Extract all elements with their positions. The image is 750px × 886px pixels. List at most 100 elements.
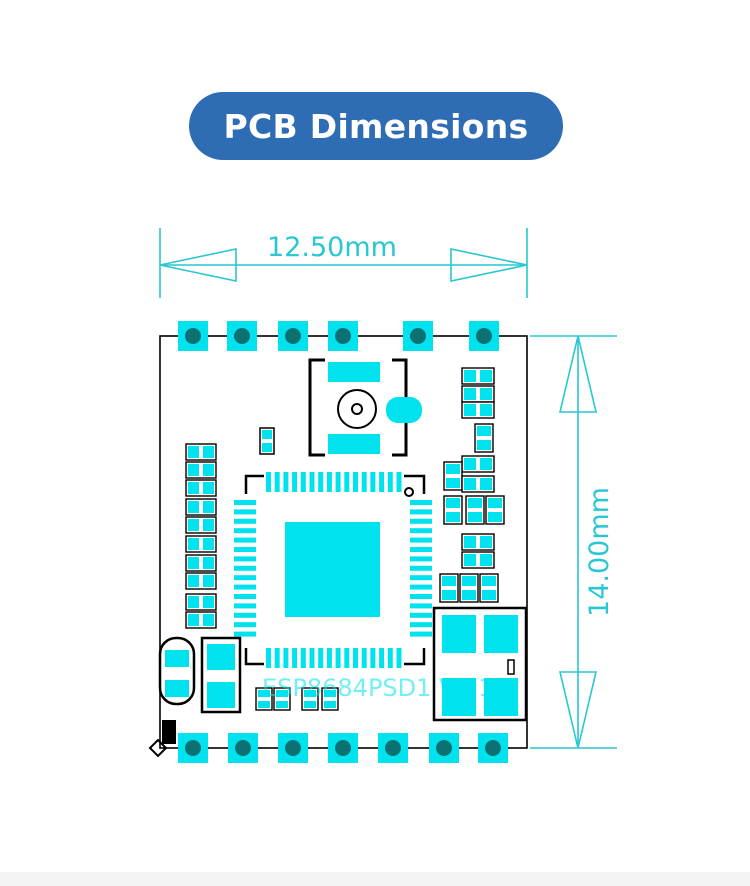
ic-pin-right	[410, 594, 432, 599]
ic-pin-top	[344, 472, 350, 492]
ic-pin-bottom	[387, 648, 393, 668]
ic-pin-bottom	[361, 648, 367, 668]
ic-pin-right	[410, 518, 432, 524]
top-edge-pads	[178, 321, 499, 351]
right-passive-components	[439, 367, 505, 603]
ic-pin-right	[410, 500, 432, 505]
ic-pin-left	[234, 547, 256, 552]
height-arrow-top	[558, 335, 598, 413]
ic-pin-right	[410, 575, 432, 581]
ic-pin-left	[234, 612, 256, 618]
ic-pin-right	[410, 509, 432, 515]
ic-pin-bottom	[274, 648, 280, 668]
pad-hole	[410, 328, 426, 344]
ic-pin-top	[318, 472, 324, 492]
pad-hole	[335, 740, 351, 756]
height-dimension	[530, 335, 617, 749]
bottom-passive-components	[255, 687, 339, 711]
ic-pin-left	[234, 594, 256, 599]
ic-pin-left	[234, 537, 256, 543]
pad-hole	[335, 328, 351, 344]
ic-pin-top	[353, 472, 358, 492]
pad-hole	[234, 328, 250, 344]
bottom-edge-pads	[178, 733, 508, 763]
ic-pin-top	[283, 472, 289, 492]
ic-pin-bottom	[309, 648, 315, 668]
pad-hole	[436, 740, 452, 756]
height-arrow-bottom	[558, 671, 598, 749]
ic-pin-left	[234, 500, 256, 505]
ic-pin-bottom	[335, 648, 341, 668]
ic-pin-bottom	[353, 648, 358, 668]
height-label: 14.00mm	[584, 487, 615, 617]
ic-pin-left	[234, 518, 256, 524]
ic-pin-right	[410, 631, 432, 637]
pad-hole	[285, 740, 301, 756]
width-dimension	[159, 228, 528, 298]
ic-pin-bottom	[292, 648, 298, 668]
ic-pin-top	[361, 472, 367, 492]
ic-pin-right	[410, 584, 432, 590]
ic-thermal-pad	[285, 522, 380, 617]
ic-pin-right	[410, 612, 432, 618]
ic-pin-bottom	[283, 648, 289, 668]
ic-pin-top	[292, 472, 298, 492]
ic-pin-left	[234, 556, 256, 562]
ic-pin-top	[379, 472, 385, 492]
ic-pin-left	[234, 509, 256, 515]
ic-pin-right	[410, 547, 432, 552]
ic-pin-right	[410, 528, 432, 534]
width-arrow-left	[159, 248, 237, 282]
large-capacitor	[158, 636, 196, 706]
ic-pin-bottom	[379, 648, 385, 668]
ic-pin-bottom	[326, 648, 332, 668]
page-title: PCB Dimensions	[223, 106, 529, 146]
ic-pin-top	[396, 472, 402, 492]
pad-hole	[476, 328, 492, 344]
ic-pin-top	[370, 472, 376, 492]
main-ic	[234, 472, 432, 668]
pad-hole	[185, 740, 201, 756]
ic-pin-left	[234, 603, 256, 609]
crystal-oscillator	[432, 606, 528, 722]
ic-pin-top	[335, 472, 341, 492]
ic-pin-right	[410, 537, 432, 543]
pad-hole	[285, 328, 301, 344]
ic-pin-left	[234, 622, 256, 628]
pad-hole	[385, 740, 401, 756]
ic-pin-bottom	[266, 648, 271, 668]
ic-pin-bottom	[300, 648, 306, 668]
ic-pin-top	[387, 472, 393, 492]
ic-pin-bottom	[396, 648, 402, 668]
antenna-connector	[308, 358, 422, 457]
inductor	[200, 636, 242, 714]
width-arrow-right	[450, 248, 528, 282]
ic-pin-top	[326, 472, 332, 492]
pad-hole	[235, 740, 251, 756]
ic-pins	[234, 472, 432, 668]
ic-pin-right	[410, 556, 432, 562]
left-passive-components	[185, 443, 217, 629]
ic-pin-right	[410, 565, 432, 571]
corner-marker	[148, 720, 176, 758]
small-capacitor	[259, 427, 275, 455]
ic-pin-left	[234, 528, 256, 534]
ic-pin-left	[234, 575, 256, 581]
ic-pin-bottom	[344, 648, 350, 668]
ic-pin-bottom	[318, 648, 324, 668]
ic-pin-left	[234, 584, 256, 590]
ic-pin-left	[234, 565, 256, 571]
ic-pin-top	[266, 472, 271, 492]
pad-hole	[185, 328, 201, 344]
ic-pin-left	[234, 631, 256, 637]
ic-pin-bottom	[370, 648, 376, 668]
pin1-marker	[404, 487, 414, 497]
ic-pin-top	[309, 472, 315, 492]
width-label: 12.50mm	[267, 232, 397, 263]
ic-pin-right	[410, 622, 432, 628]
bottom-strip	[0, 872, 750, 886]
pad-hole	[485, 740, 501, 756]
title-badge: PCB Dimensions	[189, 92, 563, 160]
ic-pin-top	[300, 472, 306, 492]
